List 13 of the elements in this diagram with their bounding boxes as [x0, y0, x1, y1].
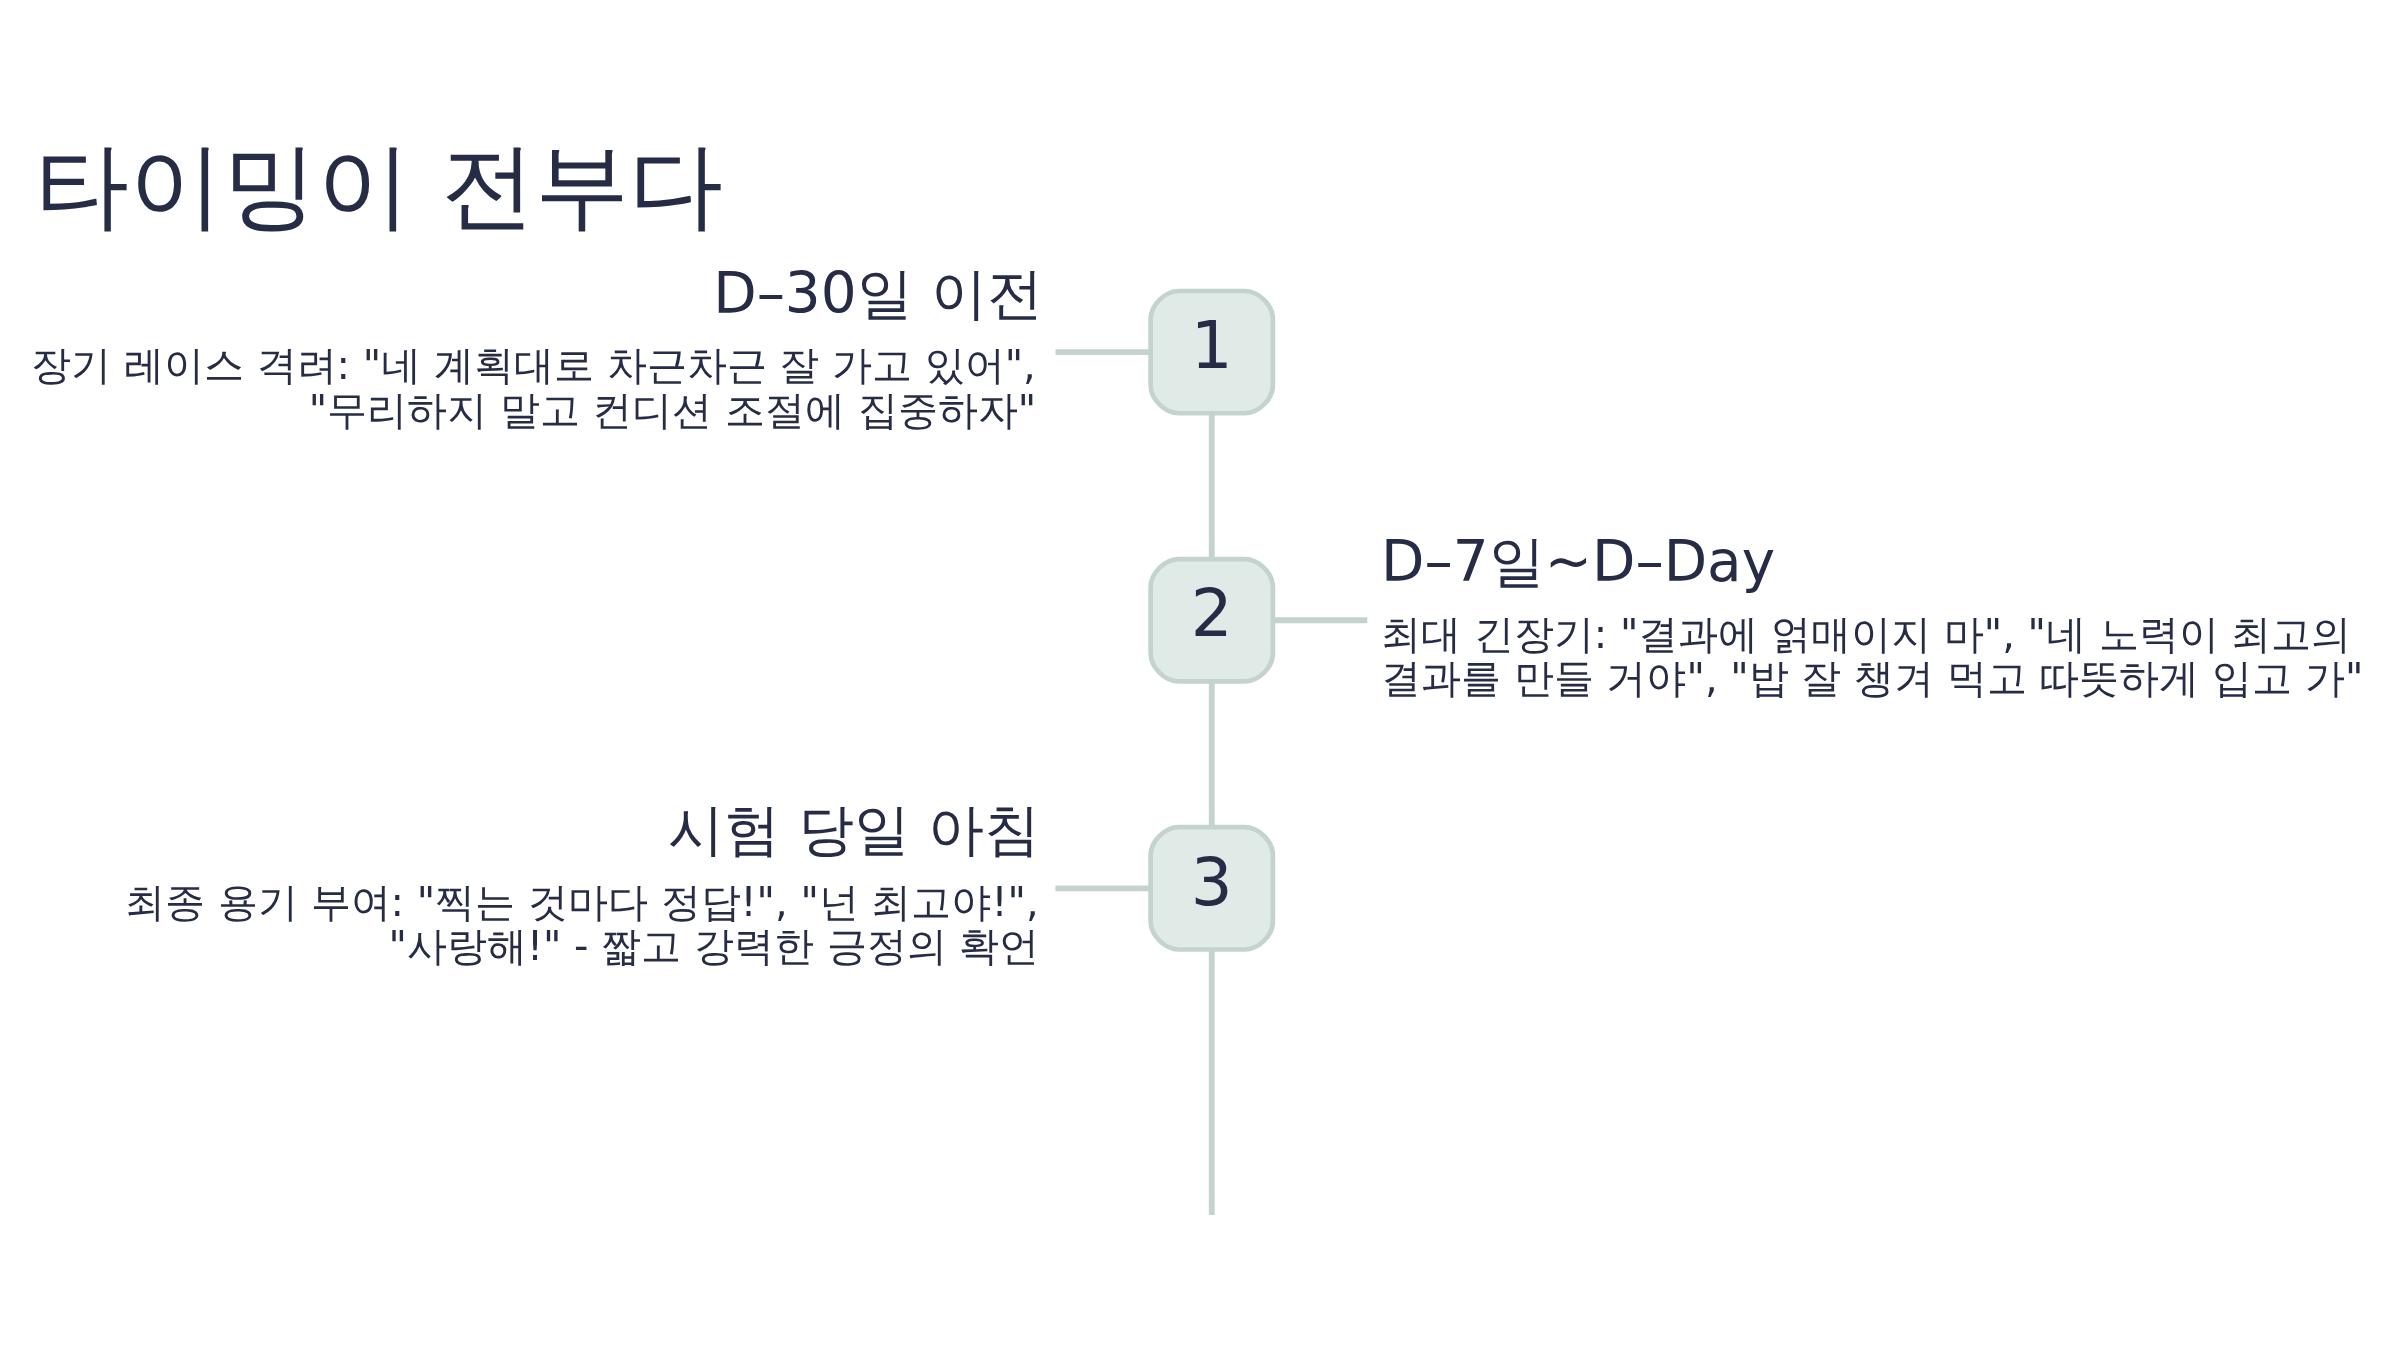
connector — [1208, 949, 1215, 1215]
node-text: D–7일~D–Day 최대 긴장기: "결과에 얽매이지 마", "네 노력이 최고의 결과를 만들 거야", "밥 잘 챙겨 먹고 따뜻하게 입고 가" — [1381, 528, 2364, 701]
connector — [1055, 348, 1151, 355]
node-text: 시험 당일 아침 최종 용기 부여: "찍는 것마다 정답!", "넌 최고야!", "사랑해!" - 짧고 강력한 긍정의 확언 — [125, 796, 1041, 969]
node-box: 1 — [1148, 288, 1276, 416]
connector — [1208, 681, 1215, 827]
connector — [1055, 884, 1151, 891]
node-text: D–30일 이전 장기 레이스 격려: "네 계획대로 차근차근 잘 가고 있어", "무리하지 말고 컨디션 조절에 집중하자" — [31, 260, 1043, 433]
node-box: 3 — [1148, 824, 1276, 952]
node-box: 2 — [1148, 556, 1276, 684]
connector — [1208, 413, 1215, 559]
diagram-title: 타이밍이 전부다 — [35, 130, 724, 240]
connector — [1273, 616, 1368, 623]
